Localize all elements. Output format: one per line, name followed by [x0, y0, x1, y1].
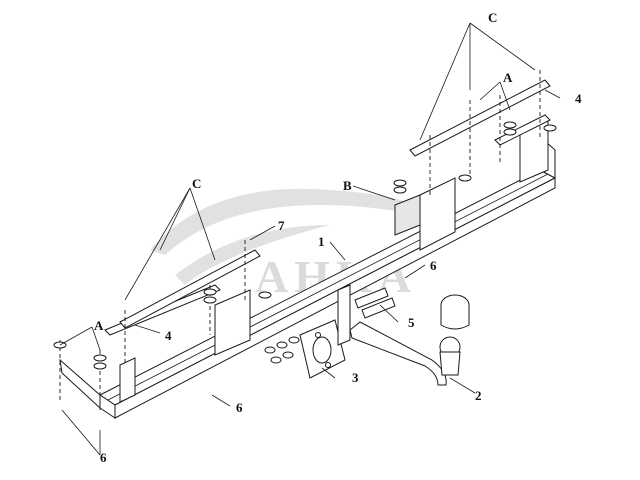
mounting-flange: [299, 284, 351, 379]
callout-6-bottom: 6: [236, 400, 243, 415]
callout-2: 2: [475, 388, 482, 403]
callout-1: 1: [318, 234, 325, 249]
tow-ball-arm: [349, 294, 470, 386]
callouts: C A 4 B C 7 1 6 5 4 A 3 2 6 6: [94, 10, 582, 465]
callout-c-left: C: [192, 176, 201, 191]
callout-5: 5: [408, 315, 415, 330]
callout-c-top: C: [488, 10, 497, 25]
callout-a-top: A: [503, 70, 513, 85]
callout-7: 7: [278, 218, 285, 233]
top-clamp-plate: [119, 79, 551, 329]
callout-6-mid: 6: [430, 258, 437, 273]
bushings: [354, 287, 396, 319]
leader-lines: [59, 22, 561, 456]
washers: [53, 121, 557, 370]
bolts: [59, 70, 541, 410]
callout-4-left: 4: [165, 328, 172, 343]
callout-3: 3: [352, 370, 359, 385]
callout-b: B: [343, 178, 352, 193]
right-bracket: [394, 114, 551, 251]
callout-a-left: A: [94, 318, 104, 333]
callout-6-left: 6: [100, 450, 107, 465]
callout-4-top: 4: [575, 91, 582, 106]
